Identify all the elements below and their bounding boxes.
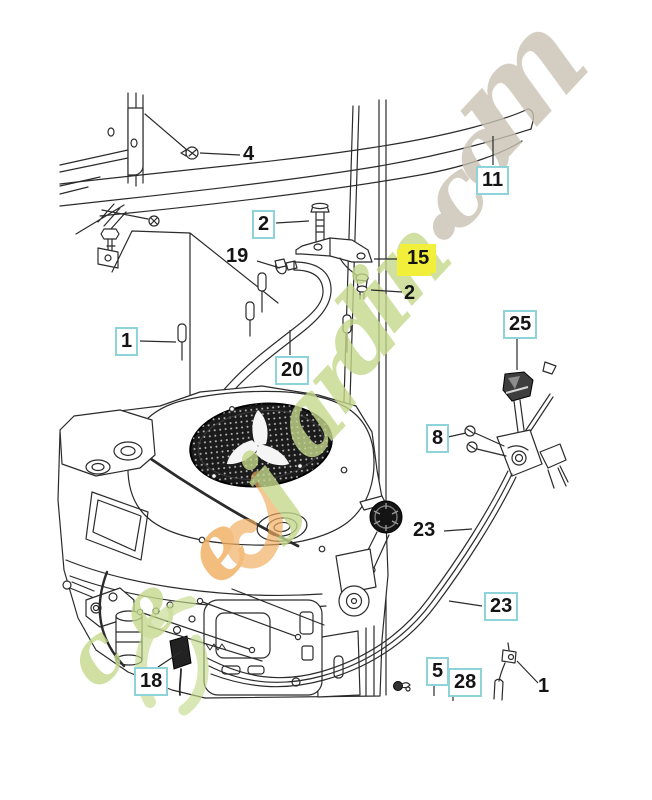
leader-item-23-upper [443, 528, 473, 532]
callout-item-4[interactable]: 4 [243, 143, 255, 165]
leader-item-1-bottom [516, 660, 539, 684]
cable-end-part [493, 642, 517, 701]
leader-item-2-top [275, 220, 310, 224]
frame-bracket [59, 92, 199, 195]
callout-item-2-right[interactable]: 2 [404, 282, 416, 304]
callout-item-25[interactable]: 25 [503, 310, 538, 339]
pin-fasteners [177, 272, 352, 361]
throttle-linkage [136, 588, 325, 662]
callout-item-23-lower[interactable]: 23 [484, 592, 519, 621]
leader-item-19 [256, 260, 281, 269]
callout-item-18[interactable]: 18 [134, 667, 169, 696]
callout-item-8[interactable]: 8 [426, 424, 450, 453]
control-cables [206, 470, 517, 688]
leader-lines [139, 136, 539, 701]
leader-item-1-left [139, 340, 177, 343]
callout-item-20[interactable]: 20 [275, 356, 310, 385]
frame-rail [59, 108, 534, 235]
illustration-layer [57, 92, 569, 701]
leader-item-4 [199, 152, 241, 156]
callout-item-11[interactable]: 11 [476, 166, 510, 195]
callout-item-19[interactable]: 19 [226, 245, 249, 267]
callout-item-28[interactable]: 28 [448, 668, 483, 697]
callout-item-1-bottom[interactable]: 1 [538, 675, 550, 697]
throttle-control [464, 361, 569, 489]
leader-item-2-right [370, 289, 403, 293]
leader-item-18 [157, 650, 183, 668]
engine-illustration [57, 385, 403, 699]
clip-part [393, 681, 411, 692]
callout-item-23-upper[interactable]: 23 [413, 519, 436, 541]
leader-item-8 [447, 432, 467, 438]
clamp-bracket [295, 202, 373, 300]
callout-item-15[interactable]: 15 [400, 244, 437, 273]
callout-item-2-top[interactable]: 2 [252, 210, 276, 239]
callout-item-5[interactable]: 5 [426, 657, 450, 686]
leader-item-23-lower [448, 600, 483, 607]
callout-item-1-left[interactable]: 1 [115, 327, 139, 356]
